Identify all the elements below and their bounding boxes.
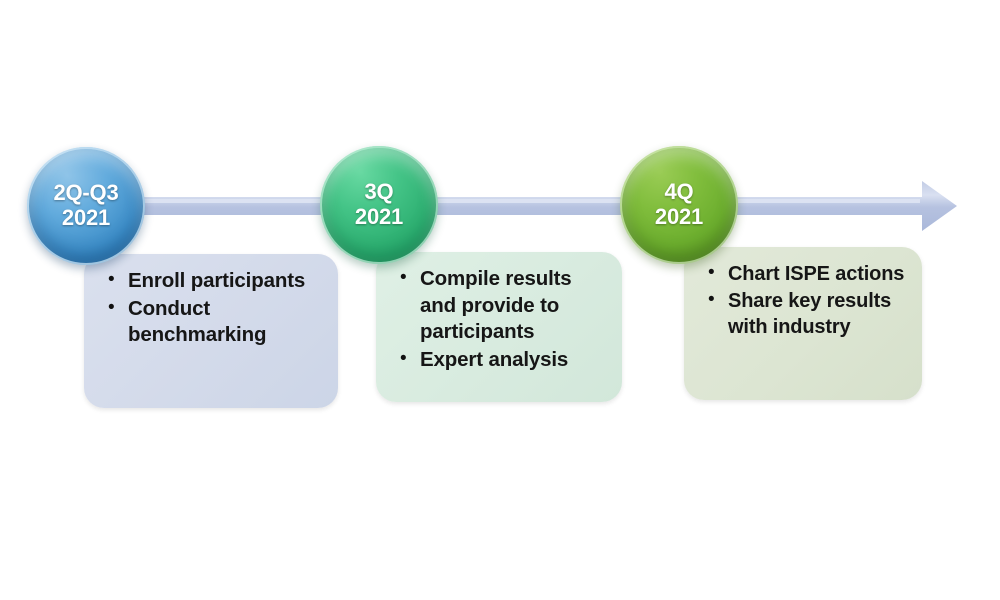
list-item: • Share key results with industry [698,288,910,340]
bullet-text: Expert analysis [420,347,569,371]
list-item: • Expert analysis [390,347,610,374]
bullet-list-2: • Compile results and provide to partici… [390,266,610,374]
milestone-circle-2: 3Q 2021 [320,146,438,264]
arrow-highlight [40,199,920,203]
stage-card-2: • Compile results and provide to partici… [376,252,622,402]
stage-card-3: • Chart ISPE actions • Share key results… [684,247,922,400]
milestone-circle-3: 4Q 2021 [620,146,738,264]
list-item: • Conduct benchmarking [98,296,326,349]
bullet-text: Share key results with industry [728,290,892,338]
bullet-icon: • [108,296,115,318]
milestone-label-line1: 4Q [664,179,694,205]
arrow-shape [40,181,957,231]
bullet-list-3: • Chart ISPE actions • Share key results… [698,261,910,340]
list-item: • Enroll participants [98,268,326,295]
arrow-body [40,181,957,231]
bullet-icon: • [108,269,115,290]
list-item: • Chart ISPE actions [698,261,910,287]
bullet-text: Conduct benchmarking [128,296,267,347]
list-item: • Compile results and provide to partici… [390,266,610,346]
bullet-text: Compile results and provide to participa… [420,267,572,344]
milestone-label-line1: 2Q-Q3 [53,180,119,206]
stage-card-1: • Enroll participants • Conduct benchmar… [84,254,338,408]
bullet-icon: • [708,289,715,310]
milestone-label-line2: 2021 [654,204,704,229]
milestone-label-line2: 2021 [61,205,111,230]
bullet-text: Enroll participants [128,269,306,292]
milestone-circle-1: 2Q-Q3 2021 [27,147,145,265]
bullet-list-1: • Enroll participants • Conduct benchmar… [98,268,326,349]
bullet-icon: • [400,267,407,288]
milestone-label-line2: 2021 [354,204,404,229]
bullet-icon: • [708,262,715,283]
milestone-label-line1: 3Q [364,179,394,205]
bullet-icon: • [400,347,407,369]
bullet-text: Chart ISPE actions [728,263,905,285]
